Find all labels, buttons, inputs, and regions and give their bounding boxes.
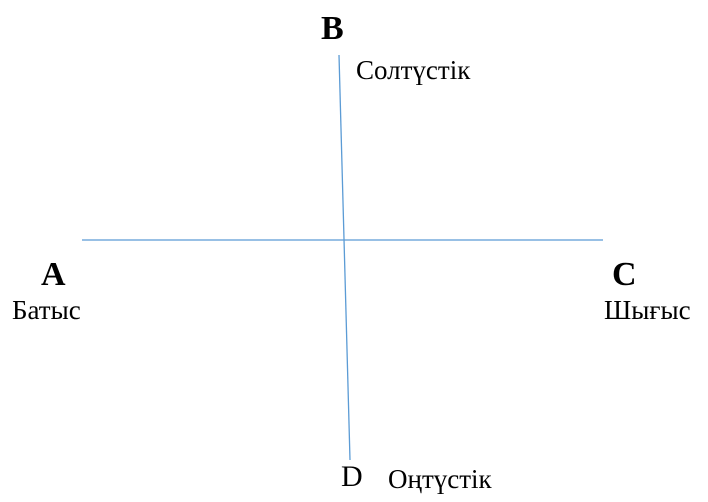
east-word-label: Шығыс: [604, 295, 691, 325]
south-word-label: Оңтүстік: [388, 464, 492, 494]
north-letter-label: B: [321, 10, 344, 47]
west-letter-label: A: [41, 256, 66, 293]
north-word-label: Солтүстік: [356, 55, 471, 85]
east-letter-label: C: [612, 256, 637, 293]
vertical-axis-line: [338, 54, 351, 461]
west-word-label: Батыс: [12, 295, 81, 325]
south-letter-label: D: [341, 460, 363, 493]
